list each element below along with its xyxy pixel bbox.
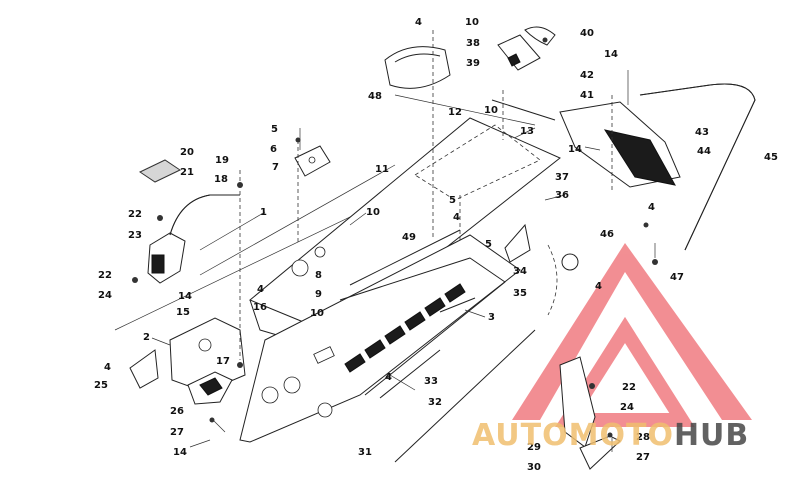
callout-10b: 10 — [484, 105, 498, 116]
cap-40 — [524, 26, 556, 46]
callout-8: 8 — [315, 270, 322, 281]
watermark-text: AUTOMOTOHUB — [472, 418, 749, 453]
callout-10c: 10 — [366, 207, 380, 218]
callout-13: 13 — [520, 126, 534, 137]
callout-1: 1 — [260, 207, 267, 218]
callout-39: 39 — [466, 58, 480, 69]
assembly-dash-lines — [239, 30, 613, 360]
callout-19: 19 — [215, 155, 229, 166]
callout-20: 20 — [180, 147, 194, 158]
callout-14d: 14 — [173, 447, 187, 458]
callout-16: 16 — [253, 302, 267, 313]
callout-4b: 4 — [453, 212, 460, 223]
callout-38: 38 — [466, 38, 480, 49]
callout-43: 43 — [695, 127, 709, 138]
callout-leaders — [151, 70, 656, 452]
mudflap-bracket — [559, 356, 621, 470]
callout-48: 48 — [368, 91, 382, 102]
lower-rails — [379, 297, 536, 463]
callout-4a: 4 — [415, 17, 422, 28]
callout-5a: 5 — [271, 124, 278, 135]
bumper-bracket — [147, 232, 186, 284]
callout-18: 18 — [214, 174, 228, 185]
callout-12: 12 — [448, 107, 462, 118]
callout-4c: 4 — [257, 284, 264, 295]
callout-46: 46 — [600, 229, 614, 240]
callout-4d: 4 — [104, 362, 111, 373]
callout-49: 49 — [402, 232, 416, 243]
callout-2: 2 — [143, 332, 150, 343]
side-bracket — [129, 349, 159, 389]
callout-7: 7 — [272, 162, 279, 173]
watermark-word-2: HUB — [673, 418, 750, 453]
truss-rails — [339, 229, 506, 396]
seat-cushion — [384, 46, 451, 89]
rear-rail-13 — [491, 99, 556, 121]
callout-42: 42 — [580, 70, 594, 81]
callout-35: 35 — [513, 288, 527, 299]
callout-15: 15 — [176, 307, 190, 318]
callout-34: 34 — [513, 266, 527, 277]
mount-plate — [294, 145, 331, 177]
chassis-side-panel — [239, 234, 521, 443]
callout-23: 23 — [128, 230, 142, 241]
callout-41: 41 — [580, 90, 594, 101]
callout-10a: 10 — [465, 17, 479, 28]
callout-22a: 22 — [128, 209, 142, 220]
disc-4 — [561, 253, 579, 271]
callout-37: 37 — [555, 172, 569, 183]
watermark-word-1: AUTOMOTO — [472, 418, 674, 453]
callout-26: 26 — [170, 406, 184, 417]
callout-30: 30 — [527, 462, 541, 473]
callout-29: 29 — [527, 442, 541, 453]
callout-3: 3 — [488, 312, 495, 323]
callout-27b: 27 — [636, 452, 650, 463]
callout-6: 6 — [270, 144, 277, 155]
callout-4g: 4 — [648, 202, 655, 213]
callout-14a: 14 — [604, 49, 618, 60]
callout-11: 11 — [375, 164, 389, 175]
callout-22c: 22 — [622, 382, 636, 393]
small-cover — [138, 159, 182, 183]
fasteners — [132, 37, 658, 438]
callout-10d: 10 — [310, 308, 324, 319]
callout-47: 47 — [670, 272, 684, 283]
callout-40: 40 — [580, 28, 594, 39]
callout-24a: 24 — [98, 290, 112, 301]
callout-5c: 5 — [485, 239, 492, 250]
callout-24b: 24 — [620, 402, 634, 413]
spring-bracket — [504, 223, 531, 263]
callout-36: 36 — [555, 190, 569, 201]
rear-bumper — [639, 83, 756, 251]
callout-25: 25 — [94, 380, 108, 391]
callout-14b: 14 — [568, 144, 582, 155]
chain-35 — [547, 244, 558, 316]
fender-assembly — [559, 101, 681, 188]
callout-4e: 4 — [385, 372, 392, 383]
watermark-logo — [512, 243, 752, 427]
callout-9: 9 — [315, 289, 322, 300]
callout-27a: 27 — [170, 427, 184, 438]
callout-4f: 4 — [595, 281, 602, 292]
callout-14c: 14 — [178, 291, 192, 302]
callout-44: 44 — [697, 146, 711, 157]
tunnel-top-panel — [249, 117, 561, 356]
callout-21: 21 — [180, 167, 194, 178]
callout-22b: 22 — [98, 270, 112, 281]
footrest-bracket — [187, 371, 233, 405]
callout-labels: 1 2 3 4 4 4 4 4 4 4 5 5 5 6 7 8 9 10 10 … — [94, 17, 778, 473]
callout-28: 28 — [636, 432, 650, 443]
callout-17: 17 — [216, 356, 230, 367]
tube-bracket — [169, 194, 240, 236]
callout-45: 45 — [764, 152, 778, 163]
front-frame-plate — [169, 317, 246, 393]
callout-5b: 5 — [449, 195, 456, 206]
callout-31: 31 — [358, 447, 372, 458]
upper-bracket — [497, 34, 541, 71]
callout-33: 33 — [424, 376, 438, 387]
callout-32: 32 — [428, 397, 442, 408]
